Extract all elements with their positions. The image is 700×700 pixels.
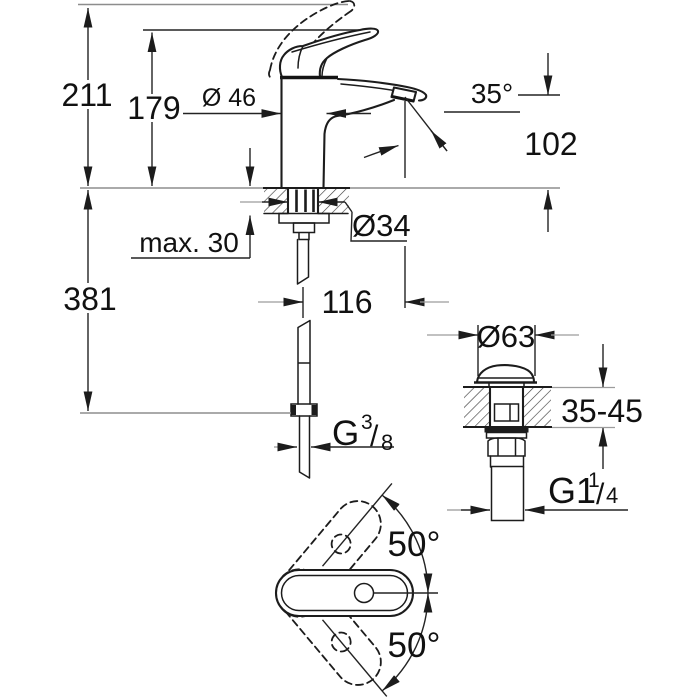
waste-locknut	[485, 431, 528, 439]
waste-locknut-band	[484, 427, 529, 433]
shank-thread-lines	[295, 189, 315, 212]
waste-body-sides	[488, 386, 525, 428]
dimension-label-211: 211	[61, 77, 112, 113]
handle-lever	[278, 27, 380, 79]
deck-hatch-left	[264, 189, 288, 213]
waste-body-window	[493, 403, 520, 422]
dimension-label-116: 116	[321, 284, 372, 320]
waste-nut-skirt	[489, 455, 525, 468]
handle-button-dashed-lower	[330, 631, 352, 653]
dimension-label-max30: max. 30	[139, 227, 239, 258]
thread-label-g114-denominator: 4	[606, 483, 618, 508]
label-mask	[128, 94, 180, 122]
dimension-label-d46: Ø 46	[202, 84, 256, 112]
dimension-label-381: 381	[63, 281, 116, 317]
label-mask	[62, 80, 112, 109]
thread-label-g114-numerator: 1	[588, 469, 600, 492]
handle-swing-view: 50° 50°	[274, 483, 441, 697]
handle-raised-dashed-outline	[268, 0, 356, 80]
aerator-face	[392, 95, 415, 103]
dimensions-side-view: 211 179 Ø 46 35° 102 max. 30 Ø34 381	[61, 8, 578, 455]
d3545-reference-lines	[552, 386, 615, 429]
mounting-flange	[278, 212, 330, 224]
aerator-angle-arrow	[430, 130, 448, 152]
dimension-label-35deg: 35°	[471, 78, 513, 109]
shank-collar	[292, 222, 316, 241]
hose-threaded-end	[298, 415, 311, 479]
label-mask	[64, 283, 116, 313]
supply-hose	[296, 238, 311, 405]
waste-fitting-view: Ø63 35-45 G1 1 / 4	[427, 319, 643, 522]
dimension-label-50-upper: 50°	[388, 525, 441, 564]
thread-label-g38-slash: /	[370, 420, 379, 453]
waste-hex-nut	[487, 437, 526, 457]
handle-button	[353, 582, 375, 604]
swing-axis-upper	[321, 483, 393, 567]
thread-label-g114-base: G1	[548, 470, 596, 511]
thread-label-g38-base: G	[332, 414, 359, 453]
dimension-label-3545: 35-45	[561, 393, 643, 429]
spout-top-edge	[336, 77, 428, 102]
swing-axis-lower	[321, 619, 388, 697]
dimension-label-d34: Ø34	[352, 208, 411, 243]
dimension-label-50-lower: 50°	[388, 626, 441, 665]
dimension-label-d63: Ø63	[477, 319, 536, 354]
flow-direction-arrow	[363, 144, 399, 159]
basin-hatch-right	[524, 388, 551, 426]
waste-tailpipe	[490, 466, 525, 522]
thread-label-g38-numerator: 3	[361, 411, 373, 434]
side-view	[78, 0, 560, 479]
swing-arc-upper	[381, 494, 433, 594]
hose-nut-shading	[291, 405, 317, 415]
thread-label-g38-denominator: 8	[381, 430, 393, 455]
dimension-label-179: 179	[127, 90, 180, 126]
handle-button-dashed-upper	[330, 533, 352, 555]
waste-cap-dome	[475, 364, 536, 384]
basin-hatch-left	[464, 388, 489, 426]
thread-label-g114-slash: /	[596, 478, 605, 511]
basin-section-edges	[463, 386, 552, 428]
d34-leader-box	[344, 201, 407, 242]
deck-hatch-right	[318, 189, 349, 213]
dimension-label-102: 102	[524, 126, 577, 162]
handle-detail-lines	[291, 31, 371, 77]
swing-arc-lower	[381, 592, 433, 692]
